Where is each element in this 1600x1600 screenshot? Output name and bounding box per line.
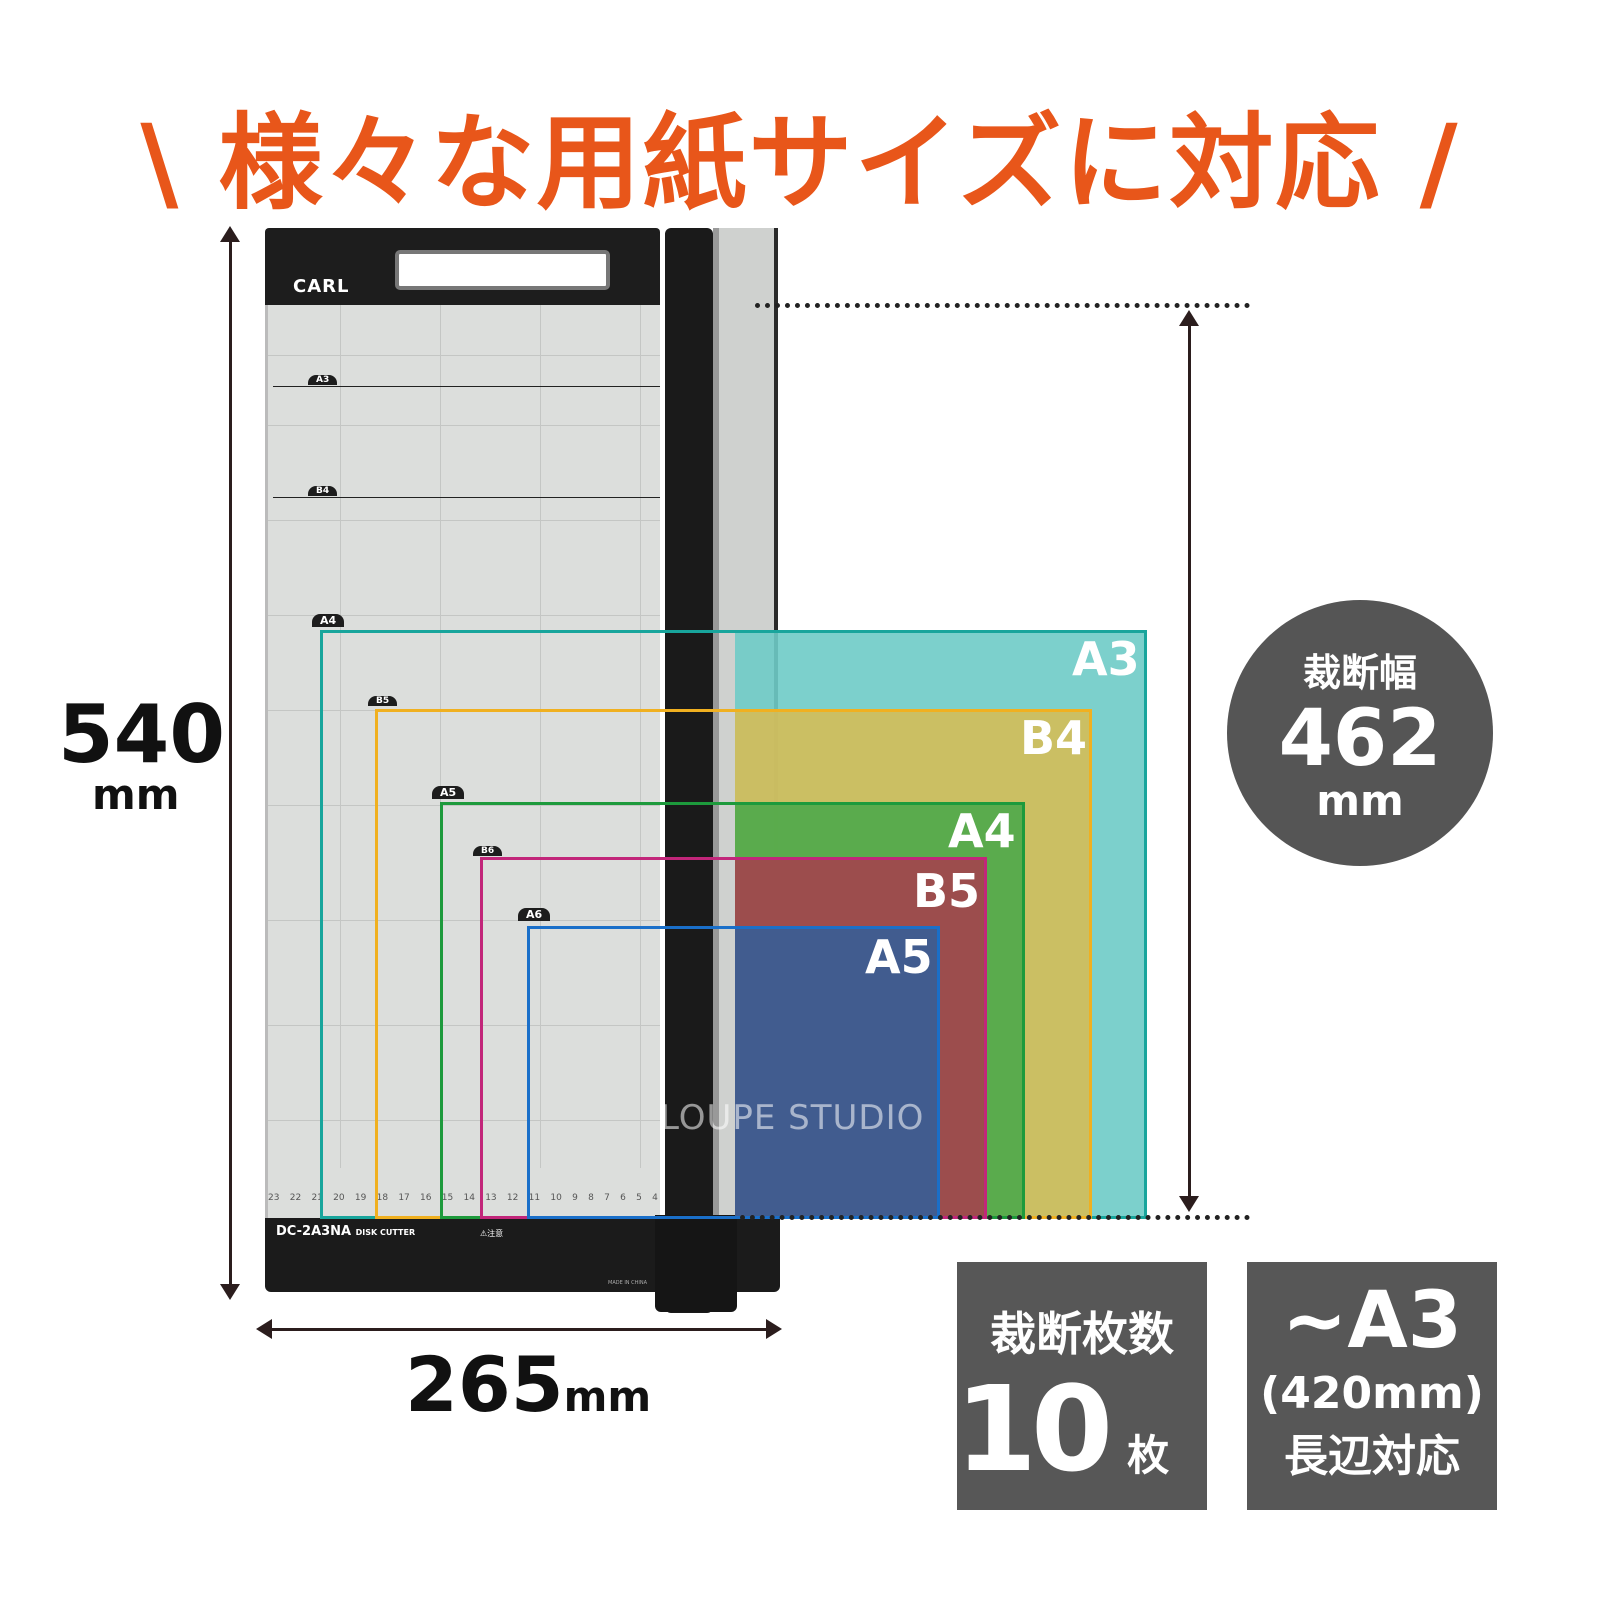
width-value: 265 <box>405 1340 564 1429</box>
ruler-tick: 9 <box>572 1193 578 1203</box>
arrow-left-icon <box>256 1319 272 1339</box>
cutter-type: DISK CUTTER <box>355 1228 416 1237</box>
sheet-capacity-label: 裁断枚数 <box>990 1307 1174 1361</box>
ruler-tick: 14 <box>463 1193 475 1203</box>
dotted-guide-bottom <box>740 1215 1250 1220</box>
paper-label-b5: B5 <box>913 864 981 918</box>
ruler-tick: 6 <box>620 1193 626 1203</box>
max-size: ~A3 <box>1282 1276 1462 1366</box>
sheet-capacity-unit: 枚 <box>1127 1431 1170 1480</box>
sheet-capacity-value: 10 <box>954 1360 1113 1498</box>
ruler-tick: 10 <box>550 1193 562 1203</box>
ruler-tick: 4 <box>652 1193 658 1203</box>
ruler-tick: 19 <box>354 1193 367 1203</box>
arrow-up-icon <box>1179 310 1199 326</box>
ruler-tick: 22 <box>289 1193 302 1203</box>
cut-width-value: 462 <box>1278 694 1442 784</box>
paper-outline-a5 <box>527 926 940 1219</box>
cutting-board: A3 B4 <box>265 305 660 1218</box>
dotted-guide-top <box>755 303 1250 308</box>
paper-label-a4: A4 <box>948 804 1016 858</box>
marker-a3: A3 <box>308 375 338 385</box>
brand-logo: CARL <box>293 276 350 297</box>
made-in: MADE IN CHINA <box>608 1280 648 1286</box>
max-size-length: (420mm) <box>1260 1368 1484 1419</box>
cut-width-badge: 裁断幅 462 mm <box>1227 600 1493 866</box>
ruler-tick: 21 <box>311 1193 323 1203</box>
width-unit: mm <box>563 1372 652 1421</box>
height-unit: mm <box>92 770 180 819</box>
ruler-tick: 15 <box>441 1193 454 1203</box>
ruler-tick: 23 <box>268 1193 280 1203</box>
max-size-badge: ~A3 (420mm) 長辺対応 <box>1247 1262 1497 1510</box>
rail-base <box>655 1215 737 1312</box>
cutter-rail <box>665 228 713 1313</box>
height-arrow <box>229 235 232 1293</box>
ruler-tick: 18 <box>376 1193 389 1203</box>
max-size-note: 長辺対応 <box>1284 1431 1460 1482</box>
arrow-down-icon <box>220 1284 240 1300</box>
ruler-tick: 17 <box>398 1193 410 1203</box>
sheet-capacity-badge: 裁断枚数 10 枚 <box>954 1262 1207 1510</box>
height-value: 540 <box>58 688 225 781</box>
cut-width-arrow <box>1188 318 1191 1203</box>
arrow-down-icon <box>1179 1196 1199 1212</box>
ruler-tick: 11 <box>528 1193 541 1203</box>
ruler-tick: 16 <box>420 1193 432 1203</box>
ruler-tick: 5 <box>636 1193 642 1203</box>
marker-b4: B4 <box>308 486 338 496</box>
ruler-tick: 13 <box>485 1193 497 1203</box>
ruler-tick: 20 <box>333 1193 345 1203</box>
width-arrow <box>265 1328 773 1331</box>
paper-fill-a5 <box>735 928 940 1217</box>
guide-tag-a5: A5 <box>432 786 465 799</box>
paper-label-a3: A3 <box>1072 632 1140 686</box>
paper-label-a5: A5 <box>865 930 933 984</box>
guide-tag-a4: A4 <box>312 614 345 627</box>
guide-tag-b5: B5 <box>368 696 398 706</box>
caution-label: ⚠注意 <box>480 1229 504 1238</box>
handle-slot <box>395 250 610 290</box>
guide-tag-b6: B6 <box>473 846 503 856</box>
ruler-tick: 8 <box>588 1193 594 1203</box>
page-title: \ 様々な用紙サイズに対応 / <box>140 102 1460 224</box>
arrow-up-icon <box>220 226 240 242</box>
watermark: LOUPE STUDIO <box>660 1098 925 1138</box>
model-number: DC-2A3NA <box>276 1224 352 1239</box>
cut-width-label: 裁断幅 <box>1302 651 1417 695</box>
guide-tag-a6: A6 <box>518 908 551 921</box>
paper-label-b4: B4 <box>1020 711 1088 765</box>
ruler-tick: 7 <box>604 1193 610 1203</box>
arrow-right-icon <box>766 1319 782 1339</box>
ruler-tick: 12 <box>506 1193 519 1203</box>
cut-width-unit: mm <box>1316 776 1404 825</box>
